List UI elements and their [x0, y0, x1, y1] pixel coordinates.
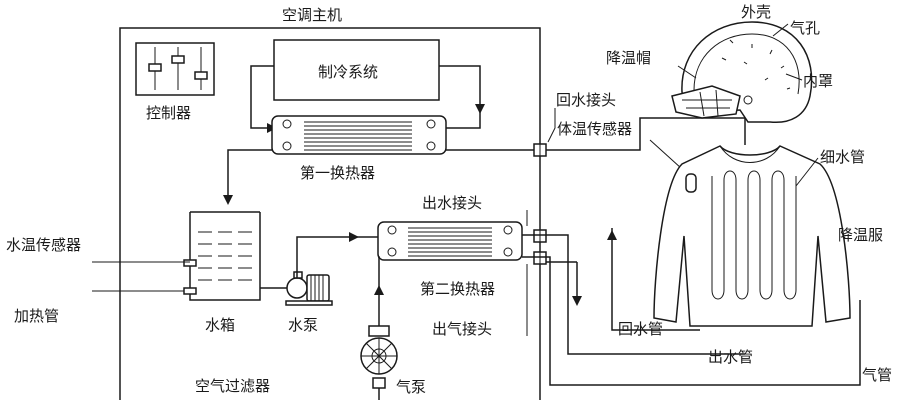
cooling-suit	[653, 145, 851, 327]
refrigeration-label: 制冷系统	[318, 63, 378, 81]
air-joint	[533, 246, 547, 270]
air-hole-marks	[721, 39, 791, 90]
main-unit-label: 空调主机	[282, 6, 342, 24]
controller-label: 控制器	[146, 104, 191, 122]
hx1-label: 第一换热器	[300, 164, 375, 182]
outlet-pipe-label: 出水管	[708, 348, 753, 366]
body-temp-sensor-label: 体温传感器	[557, 120, 632, 138]
water-tank: 水箱	[183, 211, 261, 334]
air-filter-label: 空气过滤器	[195, 377, 270, 395]
inner-cover-leader	[785, 73, 803, 81]
outlet-water-line	[522, 234, 745, 355]
refrigeration-system: 制冷系统	[250, 39, 485, 133]
hx1-to-tank-line	[223, 149, 272, 205]
air-joint-label: 出气接头	[432, 320, 492, 338]
cooling-cap-leader	[677, 65, 697, 79]
controller: 控制器	[135, 42, 215, 122]
return-water-line	[611, 228, 700, 331]
cooling-suit-label: 降温服	[838, 226, 883, 244]
pump-to-hx2-line	[296, 232, 359, 278]
air-pipe-label: 气管	[862, 366, 892, 384]
return-pipe-label: 回水管	[618, 320, 663, 338]
water-temp-sensor-label: 水温传感器	[6, 236, 81, 254]
second-heat-exchanger: 第二换热器	[377, 221, 523, 298]
water-tank-label: 水箱	[205, 316, 235, 334]
thin-pipe-label: 细水管	[820, 148, 865, 166]
air-pump-label: 气泵	[396, 378, 426, 396]
outlet-joint-label: 出水接头	[422, 194, 482, 212]
thin-pipe-leader	[795, 157, 819, 187]
shell-label: 外壳	[741, 3, 771, 21]
cooling-cap-label: 降温帽	[606, 49, 651, 67]
return-joint-label: 回水接头	[556, 91, 616, 109]
air-pump-to-hx2-line	[378, 256, 380, 290]
first-heat-exchanger: 第一换热器	[271, 115, 447, 182]
water-pump-label: 水泵	[288, 316, 318, 334]
cooling-helmet	[671, 21, 813, 124]
air-line	[522, 256, 861, 386]
main-unit: 空调主机	[119, 6, 541, 400]
inner-cover-label: 内罩	[803, 72, 833, 90]
heating-pipe-label: 加热管	[14, 307, 59, 325]
outlet-joint	[533, 224, 547, 248]
air-hole-leader	[772, 23, 789, 37]
air-pump: 气泵	[360, 325, 426, 400]
body-temp-sensor	[685, 173, 697, 193]
return-joint-leader	[547, 108, 556, 143]
water-pump: 水泵	[285, 271, 333, 334]
hx2-label: 第二换热器	[420, 280, 495, 298]
thin-water-pipe	[711, 170, 797, 300]
return-joint	[533, 138, 547, 162]
air-hole-label: 气孔	[790, 19, 820, 37]
